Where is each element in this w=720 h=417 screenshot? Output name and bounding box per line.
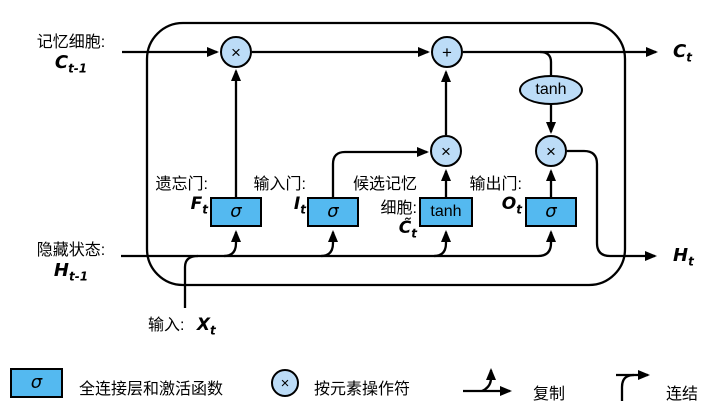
- multiply-icon: ×: [546, 141, 556, 161]
- add-node: +: [431, 36, 463, 68]
- memory-cell-label: 记忆细胞: Ct-1: [22, 28, 120, 76]
- hidden-output-var: Ht: [673, 245, 694, 269]
- cell-to-tanh-branch-line: [539, 50, 553, 75]
- multiply-icon: ×: [280, 374, 290, 392]
- sigma-label: σ: [327, 201, 339, 222]
- legend-elementwise-node: ×: [271, 369, 299, 397]
- hidden-branch-inputgate-arrow: [320, 230, 338, 258]
- legend-elementwise-label: 按元素操作符: [314, 381, 411, 398]
- candidate-multiply-node: ×: [430, 135, 462, 167]
- multiply-icon: ×: [231, 42, 241, 62]
- candidate-tanh-box: tanh: [419, 197, 473, 227]
- sigma-label: σ: [545, 201, 557, 222]
- hidden-state-caption: 隐藏状态:: [36, 242, 106, 259]
- output-multiply-node: ×: [535, 135, 567, 167]
- hidden-state-var: Ht-1: [53, 260, 89, 284]
- input-gate-sigma-box: σ: [307, 197, 359, 227]
- multiply-icon: ×: [441, 141, 451, 161]
- memory-cell-var: Ct-1: [54, 52, 88, 76]
- forget-multiply-node: ×: [220, 36, 252, 68]
- legend-fc-label: 全连接层和激活函数: [79, 381, 224, 398]
- candidate-cell-label: 候选记忆 细胞: C̃t: [352, 176, 417, 241]
- input-concat-line: [183, 254, 199, 308]
- hidden-branch-candidate-arrow: [433, 230, 451, 258]
- input-caption: 输入:: [148, 317, 185, 334]
- memory-cell-caption: 记忆细胞:: [36, 34, 106, 51]
- hidden-state-label: 隐藏状态: Ht-1: [22, 236, 120, 284]
- output-gate-sigma-box: σ: [525, 197, 577, 227]
- forget-gate-label: 遗忘门: Ft: [155, 176, 208, 217]
- input-label: 输入: Xt: [148, 311, 216, 338]
- hidden-branch-forget-arrow: [223, 230, 241, 258]
- inputgate-to-multiply-arrow: [331, 147, 429, 197]
- copy-symbol-branch-icon: [481, 368, 496, 393]
- legend-copy-label: 复制: [533, 386, 566, 403]
- hidden-state-line: [121, 230, 556, 258]
- sigma-label: σ: [30, 372, 43, 393]
- concat-symbol-branch-icon: [620, 373, 635, 401]
- legend-concat-label: 连结: [666, 386, 699, 403]
- legend-fc-box: σ: [10, 368, 63, 398]
- tanh-label: tanh: [535, 81, 567, 98]
- tanh-label: tanh: [430, 203, 462, 220]
- lstm-cell-boundary: [145, 21, 627, 287]
- input-gate-label: 输入门: It: [253, 176, 306, 217]
- plus-icon: +: [442, 42, 452, 62]
- tanh-activation-node: tanh: [519, 75, 583, 105]
- output-gate-label: 输出门: Ot: [469, 176, 522, 217]
- forget-gate-sigma-box: σ: [210, 197, 262, 227]
- sigma-label: σ: [230, 201, 242, 222]
- cell-output-var: Ct: [673, 41, 692, 65]
- input-var: Xt: [196, 315, 216, 338]
- hidden-out-arrow: [567, 149, 657, 261]
